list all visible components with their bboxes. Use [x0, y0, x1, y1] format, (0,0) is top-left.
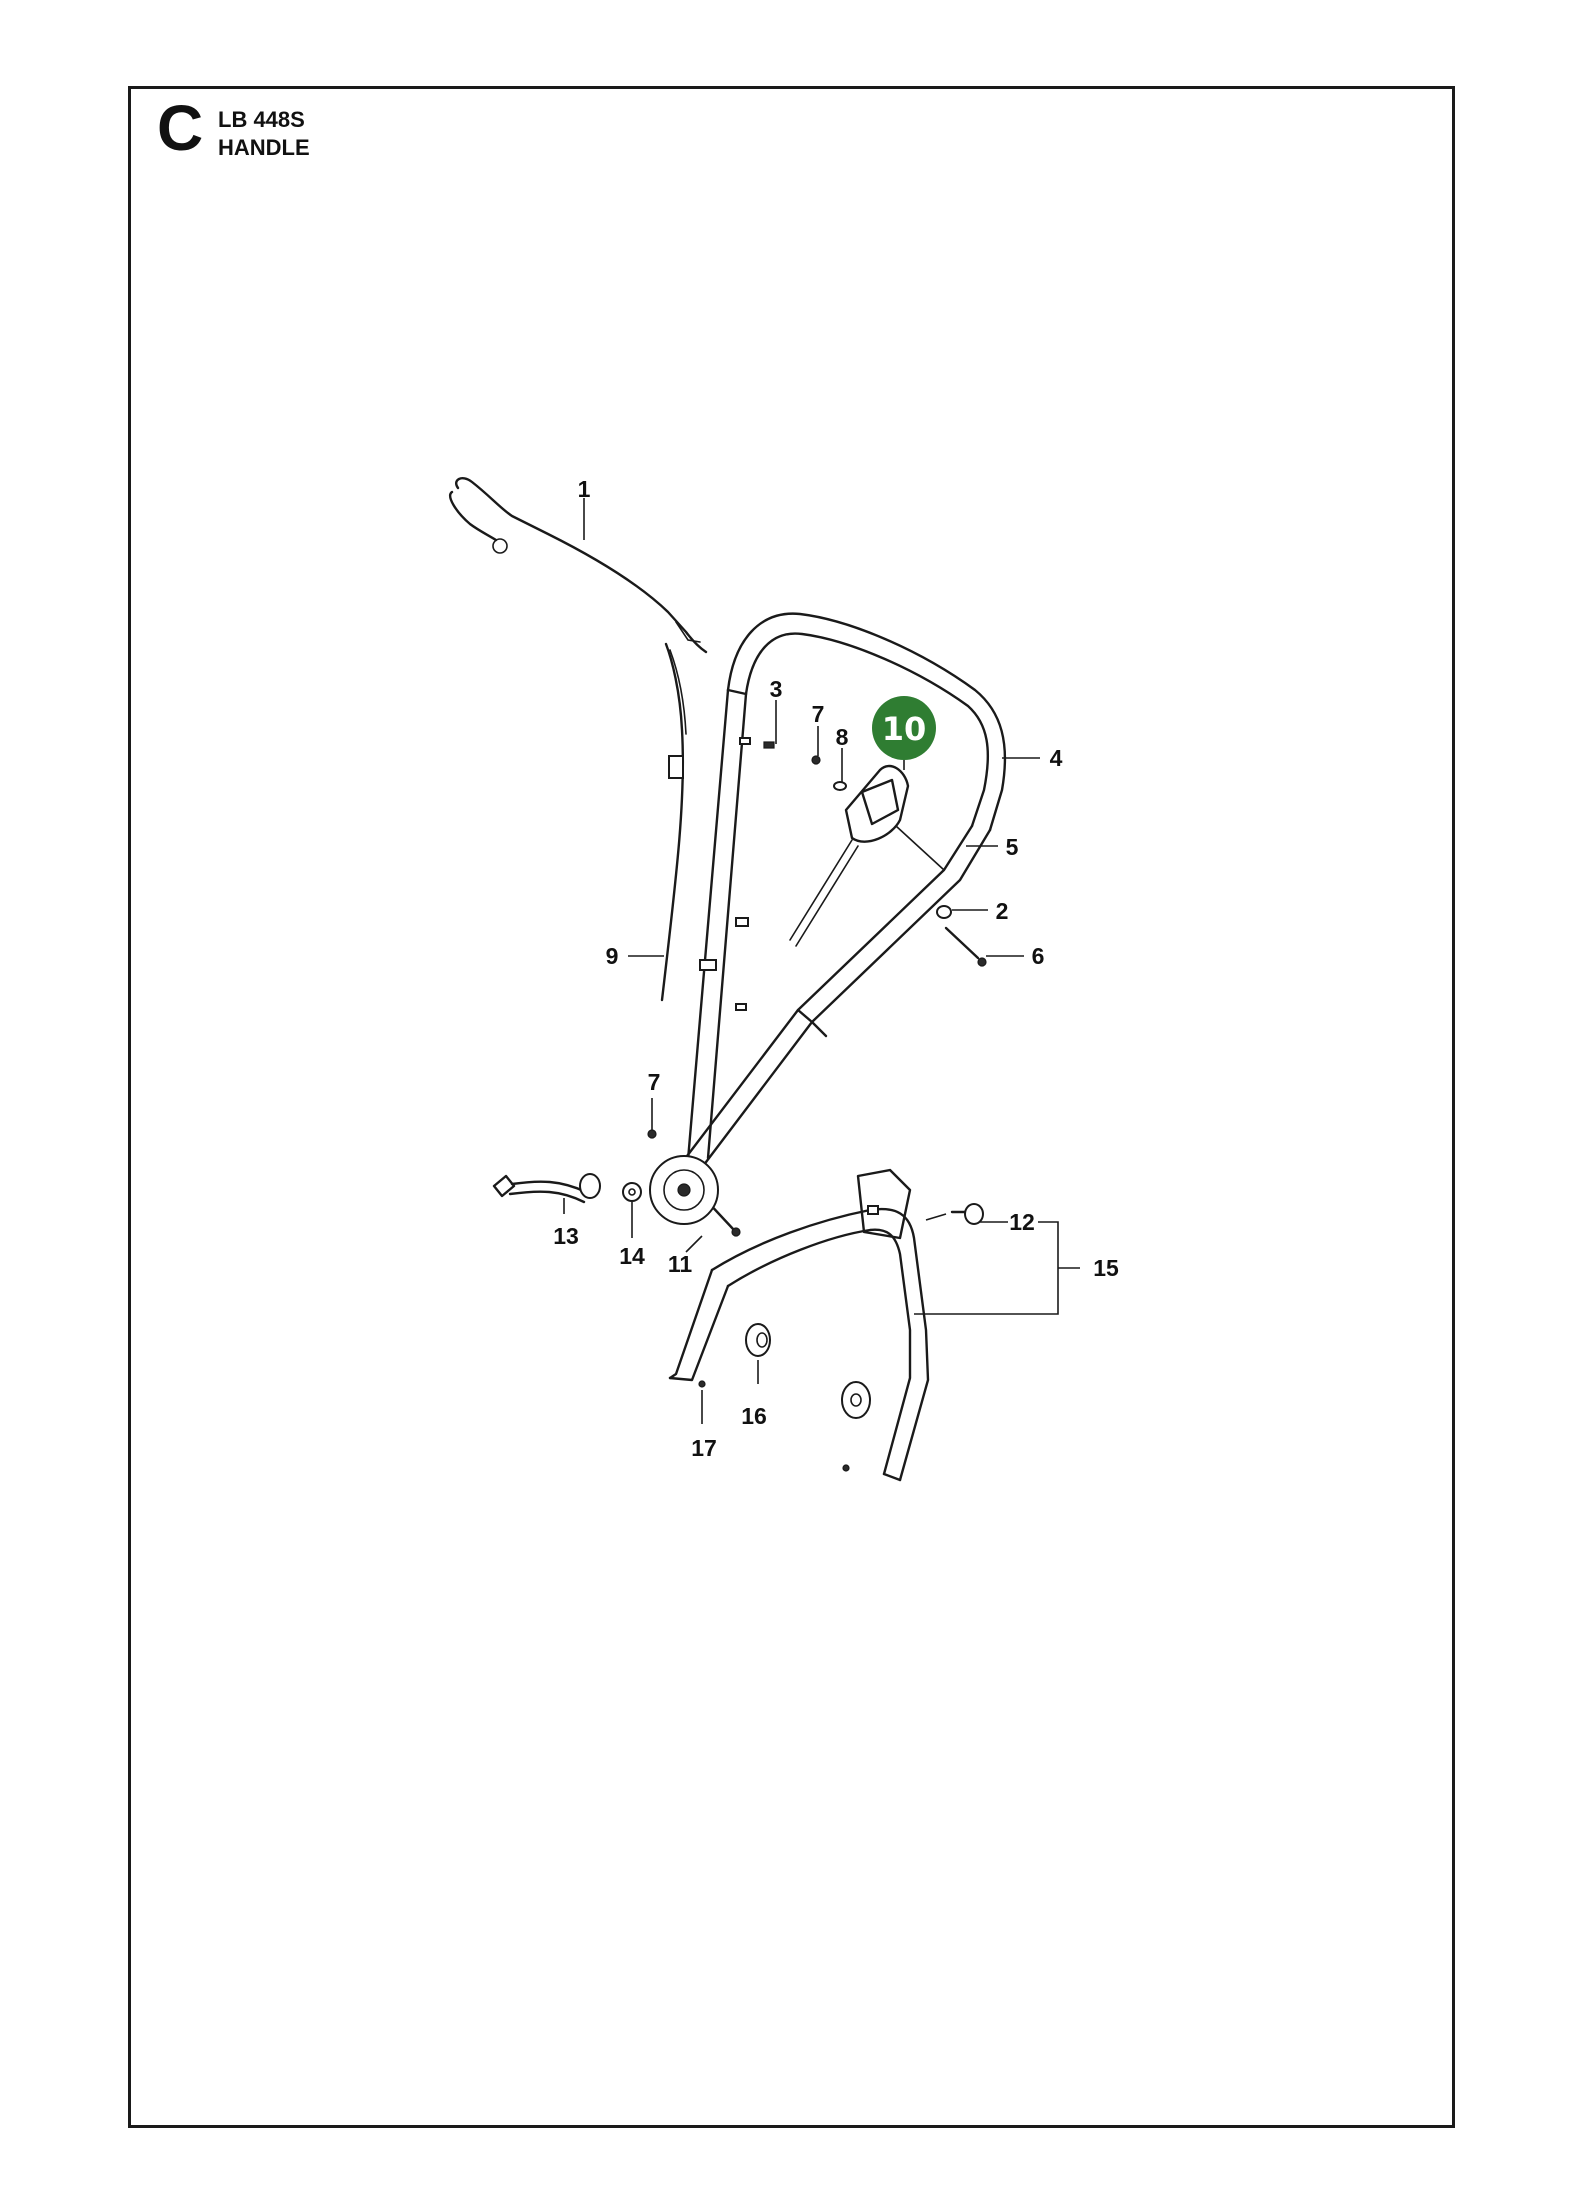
section-letter: C: [157, 92, 204, 164]
highlight-badge: [872, 696, 936, 760]
callout-7-lower: 7: [648, 1069, 661, 1095]
callout-16: 16: [741, 1403, 767, 1429]
part-9-bowden-cable: [660, 642, 687, 1002]
callout-7-upper: 7: [812, 701, 825, 727]
callout-6: 6: [1032, 943, 1045, 969]
part-12-bolt: [950, 1203, 984, 1225]
callout-3: 3: [770, 676, 783, 702]
part-group-title: HANDLE: [218, 135, 310, 160]
part-13-knob: [492, 1173, 601, 1204]
part-5-lower-handle: [682, 824, 992, 1172]
part-14-washer: [622, 1182, 642, 1202]
leader-lines: [563, 498, 1080, 1424]
callout-labels: 1 3 7 8 10 4 5 2 6 9 7 13 14 11 12 15 16…: [553, 476, 1119, 1461]
part-4-upper-handle: [686, 612, 1007, 1162]
part-16-wheel-cap: [745, 1323, 871, 1419]
page-frame: [128, 86, 1455, 2128]
callout-13: 13: [553, 1223, 579, 1249]
callout-2: 2: [996, 898, 1009, 924]
fasteners: [647, 741, 987, 1237]
model-name: LB 448S: [218, 107, 305, 132]
pivot-disc: [649, 1155, 719, 1225]
callout-14: 14: [619, 1243, 645, 1269]
callout-8: 8: [836, 724, 849, 750]
callout-5: 5: [1006, 834, 1019, 860]
part-1-throttle-cable: [449, 477, 708, 654]
callout-15: 15: [1093, 1255, 1119, 1281]
part-17-screw: [698, 1380, 850, 1472]
callout-10: 10: [882, 710, 927, 748]
callout-11: 11: [668, 1251, 693, 1277]
part-15-lower-frame: [668, 1168, 930, 1482]
callout-1: 1: [578, 476, 591, 502]
callout-9: 9: [606, 943, 619, 969]
callout-17: 17: [691, 1435, 717, 1461]
callout-12: 12: [1009, 1209, 1035, 1235]
part-10-throttle-control: [789, 764, 945, 947]
callout-4: 4: [1050, 745, 1063, 771]
